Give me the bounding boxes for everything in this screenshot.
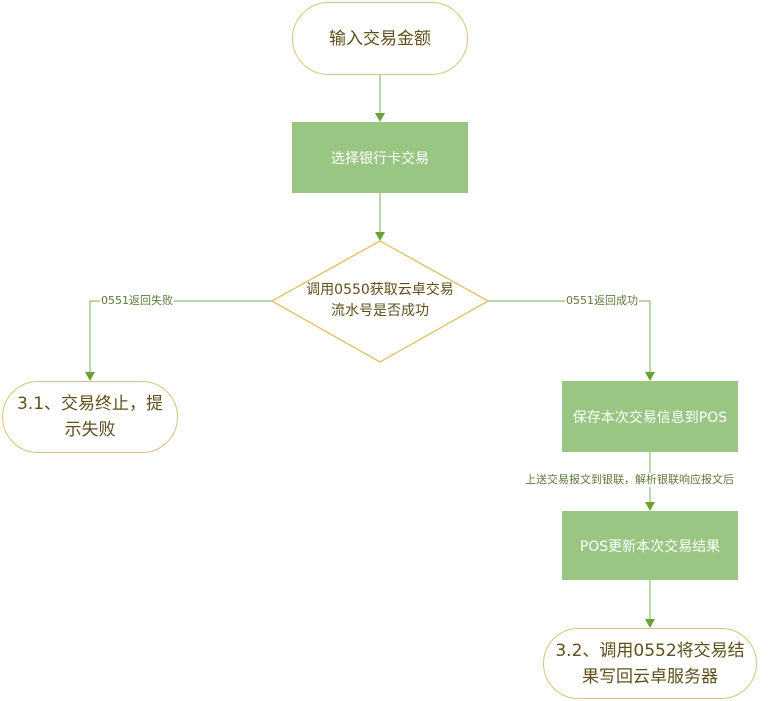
fail-end-label-line-2: 示失败 — [64, 420, 116, 440]
update-result-label: POS更新本次交易结果 — [579, 538, 721, 555]
arrowhead-icon — [645, 619, 655, 628]
fail-end-label-line-1: 3.1、交易终止，提 — [16, 394, 164, 414]
edge-label-success: 0551返回成功 — [565, 294, 639, 308]
update-result-process[interactable]: POS更新本次交易结果 — [562, 511, 738, 580]
success-end-terminal[interactable]: 3.2、调用0552将交易结 果写回云卓服务器 — [543, 628, 757, 699]
decision-label-line-1: 调用0550获取云卓交易 — [306, 282, 454, 298]
edge-decision-fail — [89, 300, 272, 373]
select-card-process[interactable]: 选择银行卡交易 — [292, 122, 468, 193]
edge-label-save-to-update: 上送交易报文到银联，解析银联响应报文后 — [524, 473, 735, 487]
arrowhead-icon — [645, 372, 655, 381]
decision-label-line-2: 流水号是否成功 — [331, 303, 429, 319]
arrowhead-icon — [375, 113, 385, 122]
decision-label: 调用0550获取云卓交易 流水号是否成功 — [285, 280, 475, 322]
start-terminal[interactable]: 输入交易金额 — [292, 2, 468, 75]
arrowhead-icon — [85, 372, 95, 381]
save-info-process[interactable]: 保存本次交易信息到POS — [562, 381, 738, 452]
start-terminal-label: 输入交易金额 — [329, 28, 431, 49]
success-end-label-line-1: 3.2、调用0552将交易结 — [555, 640, 745, 661]
select-card-label: 选择银行卡交易 — [331, 150, 429, 167]
arrowhead-icon — [375, 232, 385, 241]
success-end-label-line-2: 果写回云卓服务器 — [582, 666, 718, 687]
decision-diamond[interactable] — [270, 240, 490, 363]
edge-decision-success — [488, 300, 651, 373]
arrowhead-icon — [645, 502, 655, 511]
edge-label-fail: 0551返回失败 — [100, 294, 174, 308]
fail-end-terminal[interactable]: 3.1、交易终止，提 示失败 — [2, 381, 178, 453]
save-info-label: 保存本次交易信息到POS — [572, 409, 728, 426]
